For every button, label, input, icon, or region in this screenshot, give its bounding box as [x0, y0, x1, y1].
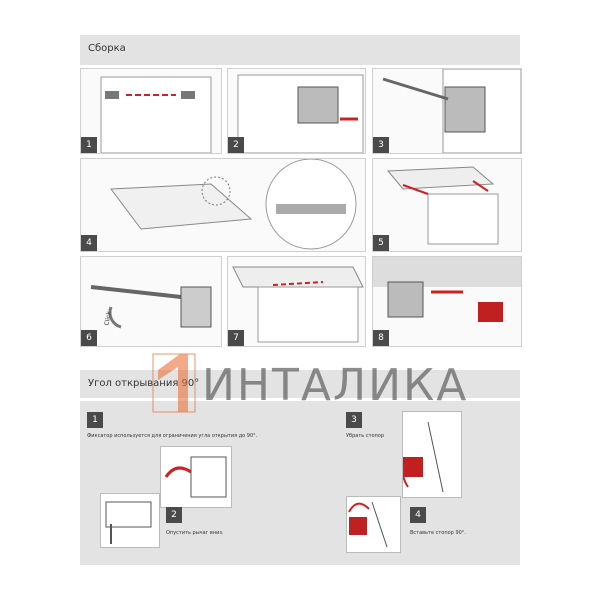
step-illustration: [90, 285, 212, 329]
step-illustration: [232, 266, 364, 343]
step-4-text: Вставьте стопор 90°.: [410, 530, 466, 536]
step-2-text: Опустить рычаг вниз.: [166, 530, 224, 536]
step-1-illustration: [160, 446, 232, 508]
step-number-badge: 2: [228, 137, 244, 153]
step-number-badge: 1: [87, 412, 103, 428]
assembly-step-5: 5: [372, 158, 522, 252]
step-number-badge: 4: [81, 235, 97, 251]
logo-digit-icon: [152, 353, 196, 413]
assembly-step-4: 4: [80, 158, 366, 252]
step-illustration: [237, 74, 364, 153]
opening-angle-title: Угол открывания 90°: [88, 378, 200, 389]
step-illustration: [373, 257, 521, 322]
step-number-badge: 2: [166, 507, 182, 523]
assembly-step-2: 2: [227, 68, 366, 154]
step-illustration: [100, 76, 212, 153]
step-illustration: [110, 159, 357, 250]
assembly-step-6: Click 6: [80, 256, 222, 347]
assembly-title: Сборка: [88, 43, 126, 54]
step-3-text: Убрать стопор: [346, 433, 385, 439]
step-1-text: Фиксатор используется для ограничения уг…: [87, 433, 258, 439]
step-number-badge: 1: [81, 137, 97, 153]
step-2-illustration: [100, 493, 160, 548]
step-3-illustration: [402, 411, 462, 498]
step-number-badge: 8: [373, 330, 389, 346]
logo-text: ИНТАЛИКА: [202, 360, 469, 411]
step-number-badge: 7: [228, 330, 244, 346]
step-number-badge: 6: [81, 330, 97, 346]
watermark-logo: ИНТАЛИКА: [150, 352, 470, 432]
step-illustration: [382, 69, 521, 153]
assembly-step-3: 3: [372, 68, 522, 154]
opening-angle-body: 1 Фиксатор используется для ограничения …: [80, 401, 520, 565]
step-number-badge: 5: [373, 235, 389, 251]
step-number-badge: 4: [410, 507, 426, 523]
step-number-badge: 3: [346, 412, 362, 428]
assembly-header: Сборка: [80, 35, 520, 65]
step-illustration: [386, 166, 499, 245]
assembly-step-7: 7: [227, 256, 366, 347]
step-4-illustration: [346, 496, 401, 553]
assembly-step-1: 1: [80, 68, 222, 154]
step-number-badge: 3: [373, 137, 389, 153]
assembly-step-8: 8: [372, 256, 522, 347]
